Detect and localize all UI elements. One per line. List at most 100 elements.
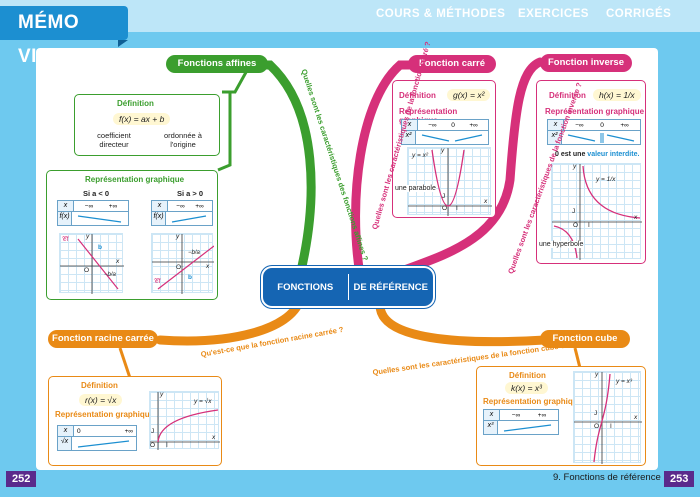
racine-curve-label: y = √x [194, 398, 212, 405]
center-separator [347, 274, 349, 300]
cube-graph: y = x³ O I J y x [573, 371, 642, 464]
cube-formula: k(x) = x³ [505, 382, 548, 394]
cube-tab-x: x [484, 410, 500, 420]
racine-j: J [151, 428, 155, 435]
affines-neg-graph: 𝒞f b O y x −b/a [59, 233, 124, 294]
carre-j: J [442, 193, 446, 200]
inverse-curve-label: y = 1/x [596, 176, 616, 183]
inverse-variation-arrows-icon [567, 132, 635, 143]
racine-title[interactable]: Fonction racine carrée [48, 330, 158, 348]
increasing-arrow-icon [171, 214, 207, 223]
x-label-2: x [206, 263, 210, 270]
b-label: b [98, 244, 102, 251]
tab-f: f(x) [58, 212, 72, 225]
affines-def-title: Définition [117, 99, 154, 108]
page-number-right: 253 [664, 471, 695, 487]
affines-pos-label: Si a > 0 [177, 189, 204, 198]
cube-pinf: +∞ [537, 411, 547, 419]
inverse-zero: 0 [600, 121, 604, 129]
inverse-j: J [572, 208, 576, 215]
b-label-2: b [188, 274, 192, 281]
racine-tab-x: x [58, 426, 74, 436]
carre-curve-label: y = x² [412, 152, 429, 159]
carre-table: x−∞0+∞ x² [401, 119, 489, 145]
branch-cube [375, 300, 550, 347]
branch-affines-sub2 [217, 92, 232, 172]
center-left: FONCTIONS [277, 281, 334, 293]
cube-table: x−∞+∞ x³ [483, 409, 559, 435]
o-label: O [84, 267, 90, 274]
nav-exercices[interactable]: EXERCICES [518, 8, 589, 20]
branch-cube-sub [573, 347, 582, 369]
carre-x: x [484, 198, 488, 205]
footer-bar [0, 470, 700, 497]
cube-curve-label: y = x³ [616, 378, 633, 385]
branch-racine-sub [118, 347, 132, 379]
carre-def-title: Définition [399, 91, 436, 100]
carre-variation-arrows-icon [421, 133, 483, 142]
carre-parabole-label: une parabole [395, 185, 436, 192]
inverse-hyperbole-label: une hyperbole [539, 241, 584, 248]
affines-pos-plot [152, 234, 214, 294]
banner-fold [118, 40, 128, 47]
inverse-title[interactable]: Fonction inverse [540, 54, 632, 72]
inverse-pinf: +∞ [620, 121, 629, 129]
racine-o: O [150, 442, 156, 449]
inverse-table: x−∞0+∞ x² [547, 119, 641, 145]
carre-title[interactable]: Fonction carré [408, 55, 496, 73]
decreasing-arrow-icon [77, 214, 122, 223]
nav-cours-methodes[interactable]: COURS & MÉTHODES [376, 8, 506, 20]
cube-minf: −∞ [511, 411, 521, 419]
cube-j: J [594, 410, 598, 417]
affines-graph-box: Représentation graphique Si a < 0 Si a >… [46, 170, 218, 300]
affines-coef-label: coefficient directeur [97, 131, 131, 149]
inverse-minf: −∞ [575, 121, 584, 129]
affines-definition-box: Définition f(x) = ax + b coefficient dir… [74, 94, 220, 156]
racine-formula: r(x) = √x [79, 394, 123, 406]
carre-graph: y = x² O I J y x [407, 147, 492, 216]
cube-x: x [634, 414, 638, 421]
carre-tab-f: x² [402, 131, 416, 144]
cf-label-2: 𝒞f [154, 278, 161, 285]
branch-carre [351, 60, 417, 280]
tab-x2: x [152, 201, 168, 211]
inverse-box: Définition h(x) = 1/x Représentation gra… [536, 80, 646, 264]
x-label: x [116, 258, 120, 265]
carre-formula: g(x) = x² [447, 89, 491, 101]
carre-i: I [456, 205, 458, 212]
minf2: −∞ [176, 202, 185, 210]
racine-graph: y = √x O I J y x [149, 391, 220, 450]
cube-title[interactable]: Fonction cube [540, 330, 630, 348]
carre-box: Définition g(x) = x² Représentation grap… [392, 80, 496, 218]
root-label: −b/a [104, 272, 116, 278]
affines-neg-plot [60, 234, 124, 294]
branch-inverse [375, 57, 545, 285]
carre-y: y [441, 147, 445, 154]
tab-x: x [58, 201, 74, 211]
nav-corriges[interactable]: CORRIGÉS [606, 8, 672, 20]
cube-i: I [610, 423, 612, 430]
racine-box: Définition r(x) = √x Représentation grap… [48, 376, 222, 466]
affines-pos-table: x−∞+∞ f(x) [151, 200, 213, 226]
pinf2: +∞ [195, 202, 204, 210]
racine-x: x [212, 434, 216, 441]
minf: −∞ [84, 202, 94, 210]
affines-formula: f(x) = ax + b [113, 113, 171, 125]
inverse-def-title: Définition [549, 91, 586, 100]
y-label: y [86, 233, 90, 240]
racine-rep-title: Représentation graphique [55, 410, 155, 419]
affines-neg-label: Si a < 0 [83, 189, 110, 198]
pinf: +∞ [108, 202, 118, 210]
page-number-left: 252 [6, 471, 37, 487]
inverse-forbidden-note: 0 est une valeur interdite. [555, 151, 639, 158]
cube-rep-title: Représentation graphique [483, 397, 583, 406]
affines-rep-title: Représentation graphique [85, 175, 185, 184]
carre-minf: −∞ [428, 121, 437, 129]
affines-ordo-label: ordonnée à l'origine [164, 131, 202, 149]
affines-title[interactable]: Fonctions affines [166, 55, 268, 73]
racine-pinf: +∞ [124, 427, 133, 435]
cf-label: 𝒞f [62, 236, 69, 243]
center-node[interactable]: FONCTIONS DE RÉFÉRENCE [263, 268, 433, 306]
